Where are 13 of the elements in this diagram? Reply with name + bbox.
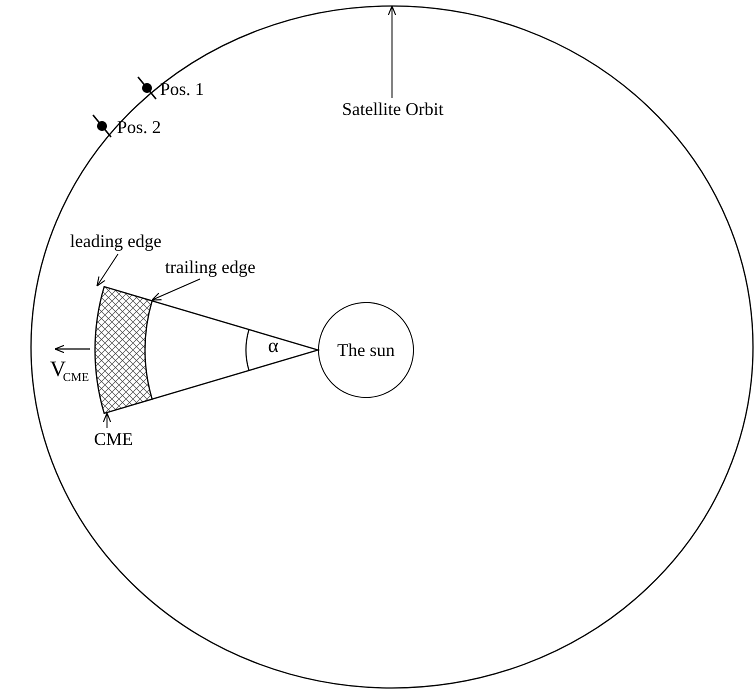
angle-label: α bbox=[268, 336, 278, 356]
orbit-label: Satellite Orbit bbox=[342, 100, 444, 118]
position-label: Pos. 2 bbox=[117, 118, 162, 136]
position-label: Pos. 1 bbox=[160, 80, 204, 98]
leader-line bbox=[96, 254, 118, 287]
edge-label: leading edge bbox=[70, 232, 162, 250]
cme-label: CME bbox=[94, 430, 134, 448]
leader-line bbox=[388, 5, 396, 98]
sun-circle: The sun bbox=[318, 302, 414, 398]
velocity-label: V$_{CME}$ bbox=[50, 358, 89, 384]
leader-line bbox=[102, 412, 112, 428]
edge-label: trailing edge bbox=[165, 258, 256, 276]
leader-line bbox=[151, 278, 200, 301]
